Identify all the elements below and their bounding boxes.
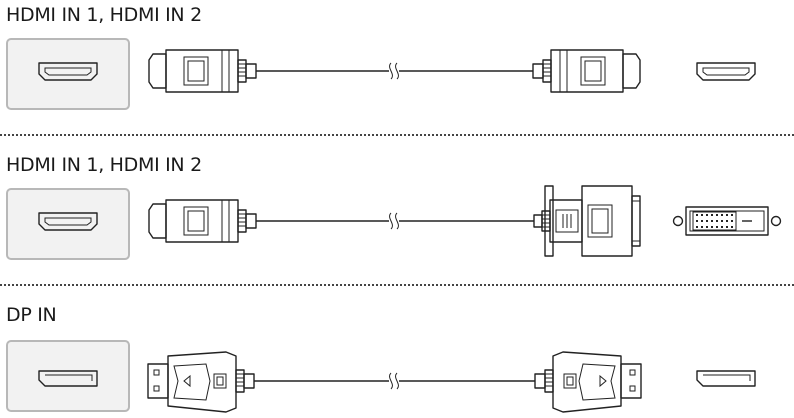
dvi-port-icon (672, 206, 782, 236)
displayport-port-device-icon (696, 370, 756, 387)
section-divider-2 (0, 284, 794, 286)
hdmi-port-icon (38, 212, 98, 231)
hdmi-plug-left-icon (148, 199, 257, 243)
section-3-diagram (38, 351, 756, 413)
displayport-plug-left-icon (147, 351, 255, 413)
section-divider-1 (0, 134, 794, 136)
source-port-panel-3 (6, 340, 130, 412)
source-port-panel-1 (6, 38, 130, 110)
dvi-plug-icon (533, 185, 641, 257)
section-2-diagram (38, 185, 782, 257)
section-1-title: HDMI IN 1, HDMI IN 2 (6, 4, 202, 26)
hdmi-plug-left-icon (148, 49, 257, 93)
hdmi-plug-right-icon (532, 49, 641, 93)
section-2-title: HDMI IN 1, HDMI IN 2 (6, 154, 202, 176)
hdmi-port-icon (38, 62, 98, 81)
displayport-port-icon (38, 370, 98, 387)
displayport-plug-right-icon (534, 351, 642, 413)
source-port-panel-2 (6, 188, 130, 260)
section-3-title: DP IN (6, 304, 57, 326)
hdmi-port-device-icon (696, 62, 756, 81)
dp-cable-line (254, 372, 535, 390)
hdmi-dvi-cable-line (256, 212, 534, 230)
section-1-diagram (38, 49, 756, 93)
hdmi-cable-line (256, 62, 533, 80)
